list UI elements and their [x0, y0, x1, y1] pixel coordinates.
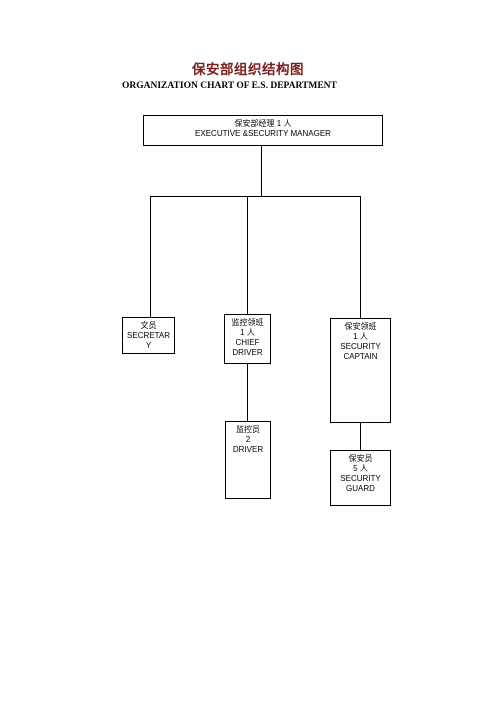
chief-driver-en-label-1: CHIEF [235, 338, 260, 347]
secretary-cn-label: 文员 [140, 321, 157, 330]
node-chief-driver: 监控领班 1 人 CHIEF DRIVER [224, 314, 271, 364]
security-guard-en-label-1: SECURITY [340, 474, 381, 483]
security-captain-count: 1 人 [353, 332, 368, 341]
node-security-manager: 保安部经理 1 人 EXECUTIVE &SECURITY MANAGER [143, 115, 383, 146]
chart-title-en: ORGANIZATION CHART OF E.S. DEPARTMENT [122, 81, 337, 91]
manager-cn-label: 保安部经理 1 人 [234, 119, 292, 128]
node-security-captain: 保安领班 1 人 SECURITY CAPTAIN [330, 318, 391, 423]
connector-to-chief-driver [247, 196, 248, 314]
security-captain-cn-label: 保安领班 [344, 322, 377, 331]
connector-captain-to-guard [360, 422, 361, 450]
security-guard-count: 5 人 [353, 464, 368, 473]
chart-title-cn: 保安部组织结构图 [192, 62, 304, 78]
security-guard-en-label-2: GUARD [346, 484, 375, 493]
manager-en-label: EXECUTIVE &SECURITY MANAGER [195, 129, 331, 138]
connector-to-security-captain [360, 196, 361, 318]
driver-en-label: DRIVER [232, 445, 264, 454]
driver-count: 2 [245, 435, 251, 444]
connector-chief-to-driver [247, 363, 248, 421]
secretary-en-label-1: SECRETAR [127, 331, 170, 340]
secretary-en-label-2: Y [145, 341, 152, 350]
security-captain-en-label-1: SECURITY [340, 342, 381, 351]
chief-driver-count: 1 人 [240, 328, 255, 337]
security-guard-cn-label: 保安员 [348, 454, 373, 463]
chief-driver-en-label-2: DRIVER [232, 348, 263, 357]
driver-cn-label: 监控员 [236, 425, 260, 434]
node-secretary: 文员 SECRETAR Y [122, 317, 175, 354]
security-captain-en-label-2: CAPTAIN [343, 352, 378, 361]
chief-driver-cn-label: 监控领班 [231, 318, 264, 327]
node-security-guard: 保安员 5 人 SECURITY GUARD [330, 450, 391, 506]
connector-horizontal-bar [150, 196, 361, 197]
connector-to-secretary [150, 196, 151, 317]
connector-manager-down [261, 145, 262, 196]
node-driver: 监控员 2 DRIVER [225, 421, 271, 499]
